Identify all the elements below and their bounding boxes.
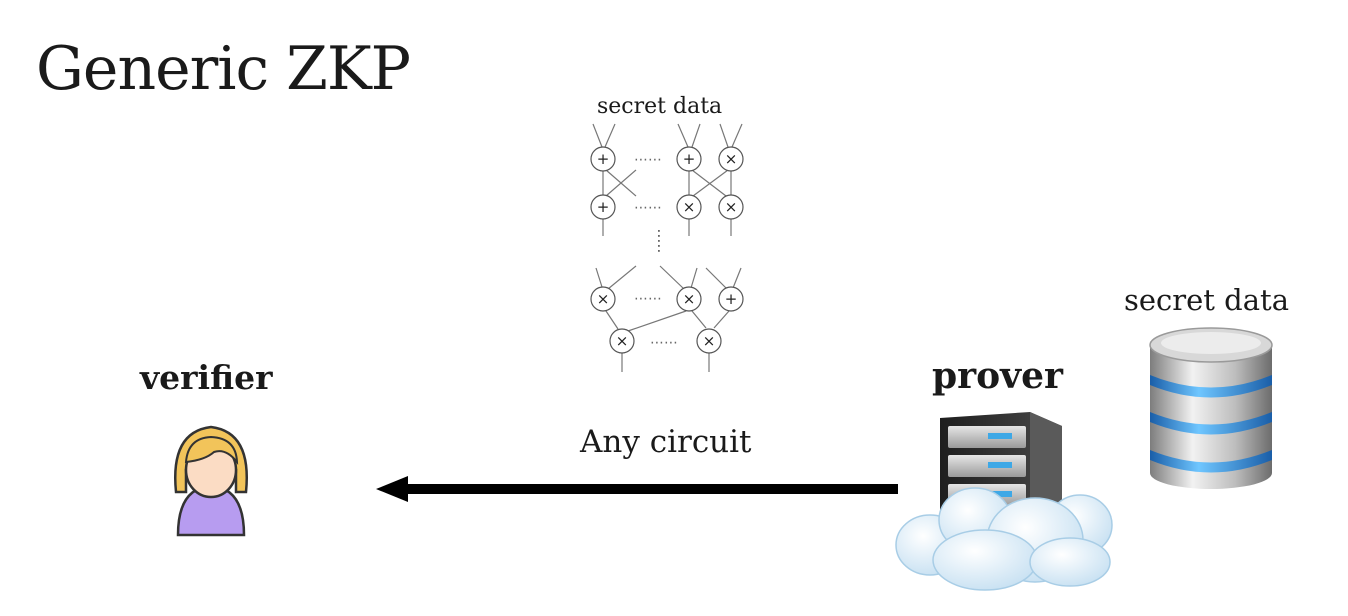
- svg-text:+: +: [597, 198, 610, 216]
- circuit-gate: +: [590, 146, 616, 172]
- circuit-gate: +: [590, 194, 616, 220]
- svg-text:×: ×: [725, 150, 738, 168]
- circuit-secret-data-label: secret data: [597, 94, 723, 119]
- svg-text:×: ×: [683, 290, 696, 308]
- svg-text:+: +: [597, 150, 610, 168]
- svg-text:×: ×: [703, 332, 716, 350]
- circuit-gate: ×: [590, 286, 616, 312]
- svg-text:⋯⋯: ⋯⋯: [650, 335, 678, 351]
- svg-text:+: +: [725, 290, 738, 308]
- svg-text:+: +: [683, 150, 696, 168]
- circuit-gate: ×: [676, 194, 702, 220]
- database-secret-data-label: secret data: [1124, 283, 1289, 317]
- circuit-gate: ×: [609, 328, 635, 354]
- circuit-gate: ×: [718, 194, 744, 220]
- svg-text:⋯⋯: ⋯⋯: [634, 200, 662, 216]
- arrow-label: Any circuit: [580, 424, 752, 460]
- circuit-gate: ×: [718, 146, 744, 172]
- circuit-gate: ×: [696, 328, 722, 354]
- slide-title: Generic ZKP: [36, 34, 411, 104]
- verifier-label: verifier: [140, 358, 273, 397]
- svg-text:⋯⋯: ⋯⋯: [634, 152, 662, 168]
- prover-label: prover: [932, 355, 1063, 397]
- svg-text:×: ×: [683, 198, 696, 216]
- svg-text:×: ×: [725, 198, 738, 216]
- circuit-gate: +: [676, 146, 702, 172]
- circuit-gate: +: [718, 286, 744, 312]
- svg-text:⋯⋯: ⋯⋯: [634, 291, 662, 307]
- svg-text:×: ×: [597, 290, 610, 308]
- circuit-gate: ×: [676, 286, 702, 312]
- svg-text:×: ×: [616, 332, 629, 350]
